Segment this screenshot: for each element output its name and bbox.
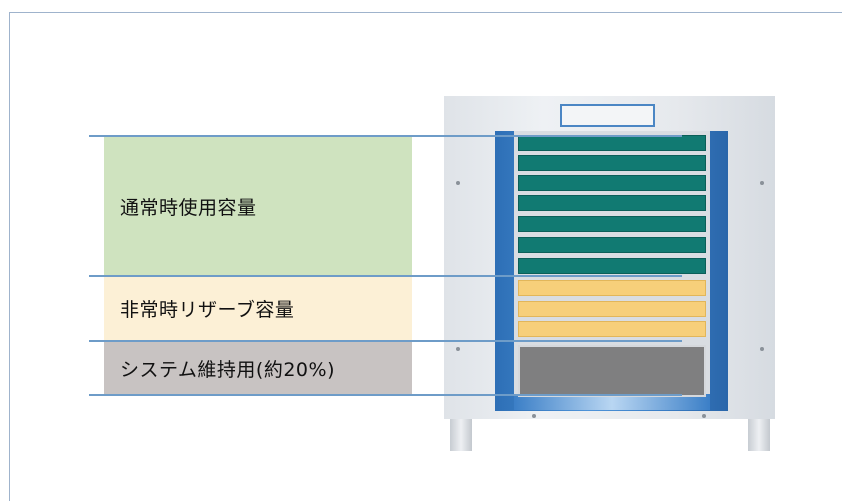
cabinet-handle xyxy=(560,104,655,127)
battery-cell-normal xyxy=(518,175,706,191)
battery-cell-reserve xyxy=(518,301,706,317)
guide-line-reserve-system xyxy=(89,340,682,342)
system-maintenance-label: システム維持用(約20%) xyxy=(104,341,412,395)
guide-line-normal-reserve xyxy=(89,275,682,277)
cabinet-leg-left xyxy=(450,419,472,451)
battery-cell-normal xyxy=(518,258,706,274)
cabinet-legs xyxy=(450,419,770,451)
battery-cell-normal xyxy=(518,135,706,151)
guide-line-top xyxy=(89,135,682,137)
battery-cell-reserve xyxy=(518,280,706,296)
screw-icon xyxy=(702,414,706,418)
system-maintenance-text: システム維持用(約20%) xyxy=(120,358,335,381)
frame-border-top xyxy=(9,12,842,13)
cabinet-leg-right xyxy=(748,419,770,451)
battery-cell-normal xyxy=(518,195,706,211)
battery-cell-normal xyxy=(518,216,706,232)
screw-icon xyxy=(760,181,764,185)
screw-icon xyxy=(456,181,460,185)
emergency-reserve-text: 非常時リザーブ容量 xyxy=(120,298,295,321)
battery-cell-normal xyxy=(518,155,706,171)
normal-capacity-text: 通常時使用容量 xyxy=(120,197,257,219)
guide-line-bottom xyxy=(89,394,682,396)
battery-cell-normal xyxy=(518,237,706,253)
battery-cell-reserve xyxy=(518,321,706,337)
screw-icon xyxy=(532,414,536,418)
screw-icon xyxy=(456,347,460,351)
battery-cell-system xyxy=(518,345,706,397)
frame-border-left xyxy=(9,12,10,501)
battery-rack-bottom xyxy=(514,394,710,410)
emergency-reserve-label: 非常時リザーブ容量 xyxy=(104,276,412,340)
normal-capacity-label: 通常時使用容量 xyxy=(104,137,412,276)
screw-icon xyxy=(760,347,764,351)
